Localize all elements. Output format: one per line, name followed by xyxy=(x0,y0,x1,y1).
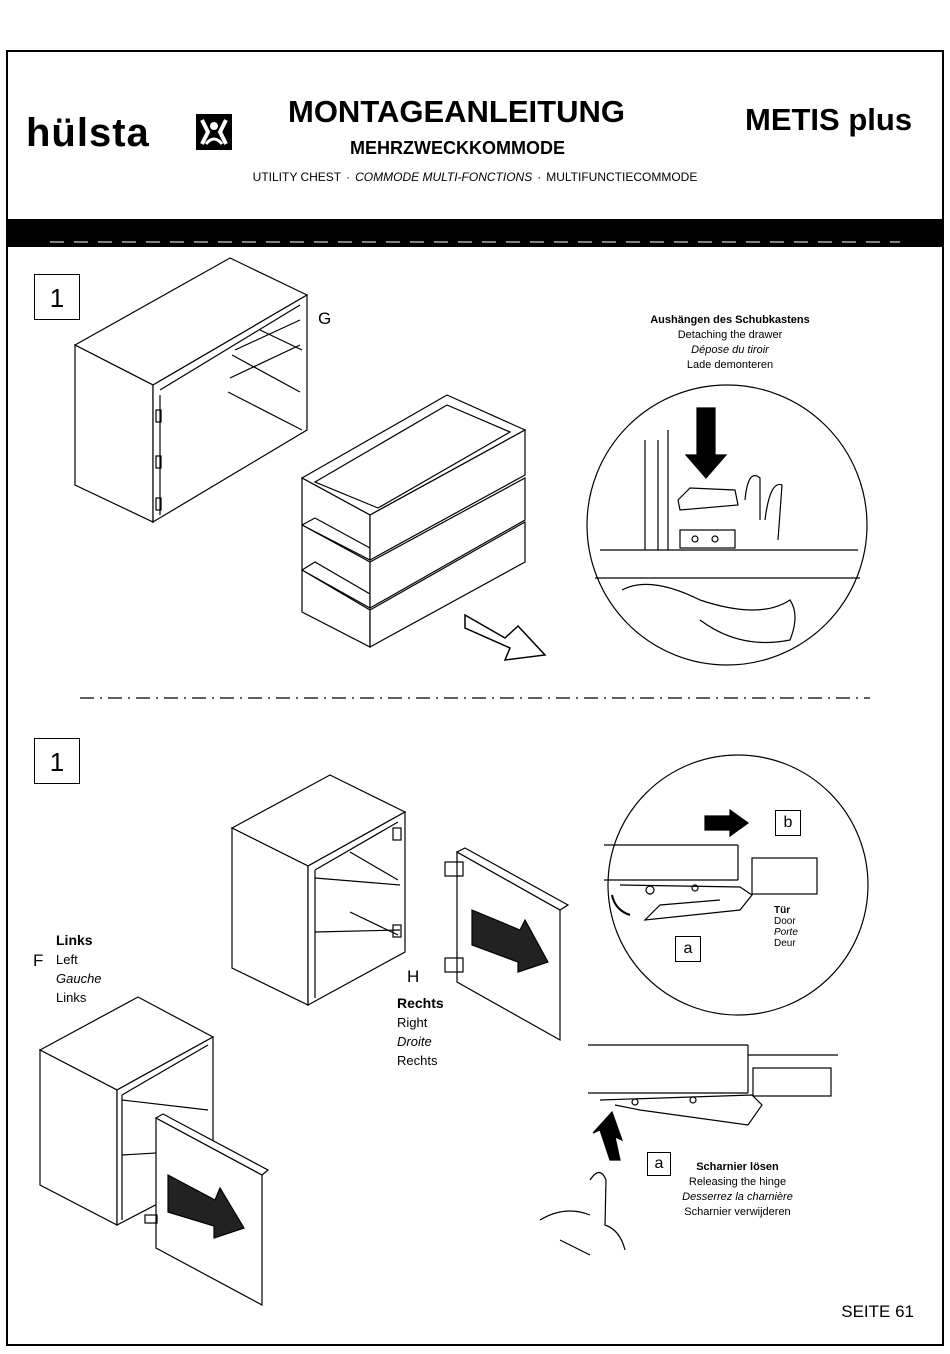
left-label-block: Links Left Gauche Links xyxy=(56,931,102,1007)
language-subtitles: UTILITY CHEST·COMMODE MULTI-FONCTIONS·MU… xyxy=(252,170,698,184)
right-fr: Droite xyxy=(397,1034,432,1049)
caption-de: Aushängen des Schubkastens xyxy=(650,314,810,326)
drawer-caption: Aushängen des Schubkastens Detaching the… xyxy=(630,313,830,373)
page-number: SEITE 61 xyxy=(841,1302,914,1321)
hinge-en: Releasing the hinge xyxy=(688,1176,787,1188)
hinge-nl: Scharnier verwijderen xyxy=(684,1206,791,1218)
detail-label-a-second: a xyxy=(647,1152,671,1176)
carcass-drawing-right xyxy=(230,774,407,1007)
carcass-drawing-top xyxy=(73,257,309,524)
hinge-de: Scharnier lösen xyxy=(696,1161,779,1173)
lang-fr: COMMODE MULTI-FONCTIONS xyxy=(355,170,533,184)
part-label-f: F xyxy=(33,951,44,970)
left-de: Links xyxy=(56,932,93,948)
header-band xyxy=(6,219,944,247)
left-nl: Links xyxy=(56,990,87,1005)
door-de: Tür xyxy=(774,905,791,916)
door-fr: Porte xyxy=(774,927,798,938)
brand-logo: hülsta xyxy=(26,111,150,155)
detail-label-b: b xyxy=(775,810,801,836)
right-label-block: Rechts Right Droite Rechts xyxy=(397,994,444,1070)
door-nl: Deur xyxy=(774,938,796,949)
drawer-stack-drawing xyxy=(300,394,547,661)
detail-label-a: a xyxy=(675,936,701,962)
product-name: METIS plus xyxy=(745,102,913,137)
right-nl: Rechts xyxy=(397,1053,438,1068)
hinge-fr: Desserrez la charnière xyxy=(682,1191,793,1203)
step-number-bottom: 1 xyxy=(34,738,80,784)
part-label-g: G xyxy=(318,309,332,328)
brand-mark-icon xyxy=(196,114,232,150)
left-fr: Gauche xyxy=(56,971,102,986)
document-title: MONTAGEANLEITUNG xyxy=(288,94,625,129)
drawer-release-detail xyxy=(586,384,868,666)
lang-nl: MULTIFUNCTIECOMMODE xyxy=(546,170,698,184)
door-en: Door xyxy=(774,916,796,927)
lang-en: UTILITY CHEST xyxy=(252,170,342,184)
hinge-detail-circle xyxy=(604,754,869,1016)
hinge-caption: Scharnier lösen Releasing the hinge Dess… xyxy=(670,1160,805,1220)
part-label-h: H xyxy=(407,967,420,986)
door-drawing-right xyxy=(444,847,570,1042)
right-de: Rechts xyxy=(397,995,444,1011)
caption-en: Detaching the drawer xyxy=(677,329,783,341)
hinge-release-drawing xyxy=(539,1044,838,1256)
step-number-top: 1 xyxy=(34,274,80,320)
document-subtitle: MEHRZWECKKOMMODE xyxy=(350,138,565,158)
caption-fr: Dépose du tiroir xyxy=(691,344,769,356)
caption-nl: Lade demonteren xyxy=(686,359,774,371)
page-frame xyxy=(6,50,944,1346)
door-labels: Tür Door Porte Deur xyxy=(774,905,798,949)
right-en: Right xyxy=(397,1015,428,1030)
left-en: Left xyxy=(56,952,78,967)
door-drawing-left xyxy=(144,1113,270,1307)
